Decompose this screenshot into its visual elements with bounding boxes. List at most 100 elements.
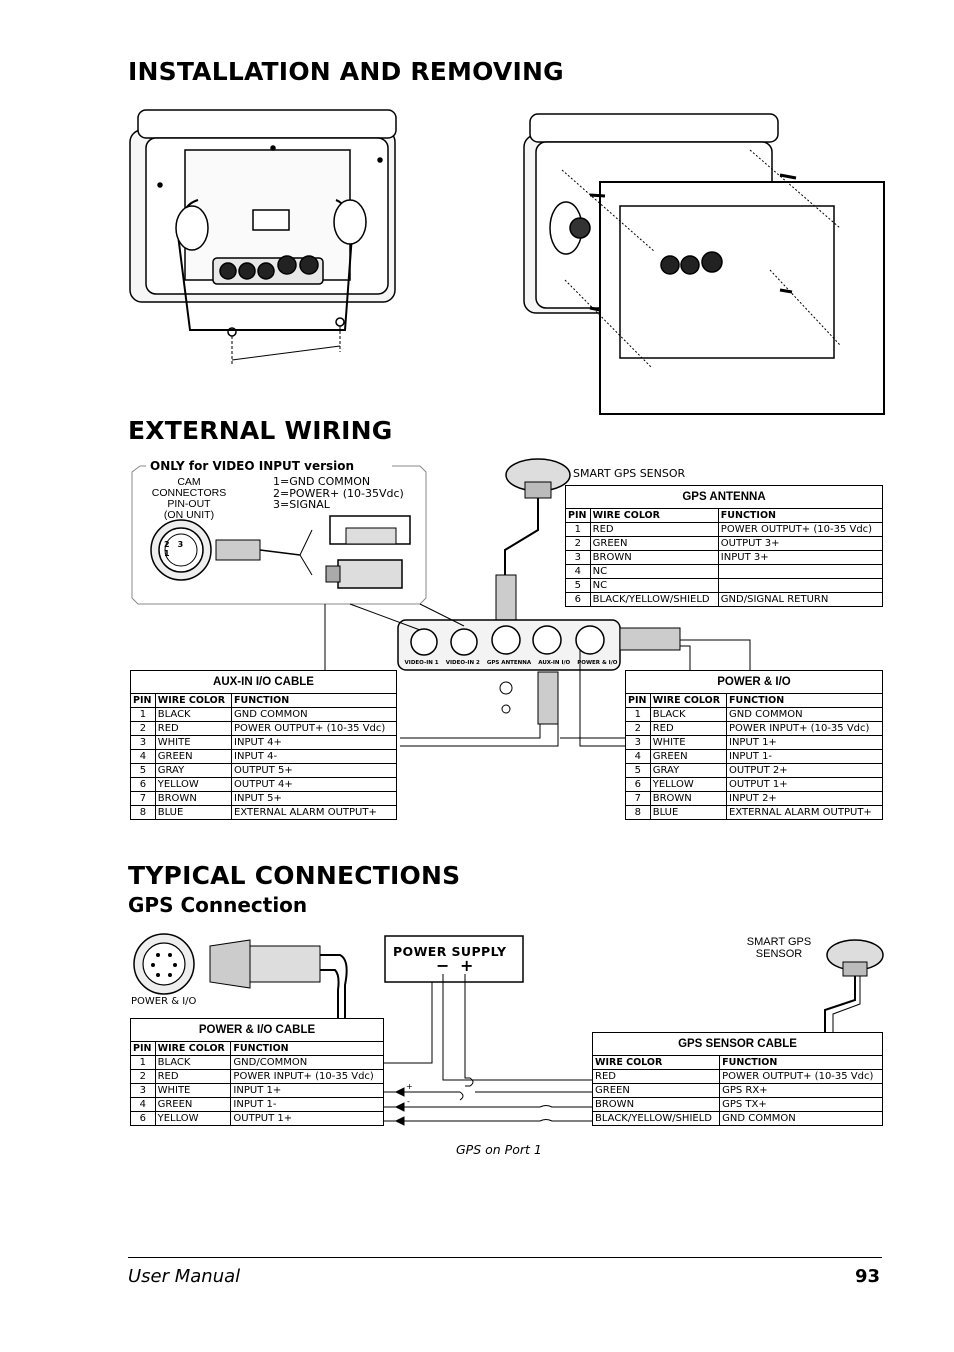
footer-title: User Manual <box>128 1266 241 1287</box>
table-cell: 8 <box>625 805 651 820</box>
table-cell: 2 <box>565 536 591 551</box>
column-header: PIN <box>625 693 651 708</box>
table-cell: GRAY <box>154 763 233 778</box>
table-cell: GREEN <box>589 536 719 551</box>
table-cell: GREEN <box>154 1097 232 1112</box>
power-supply-box <box>384 935 524 983</box>
unit-flush-mount-frame-illustration <box>523 113 885 415</box>
heading-typical-connections: TYPICAL CONNECTIONS <box>128 861 461 890</box>
table-cell: YELLOW <box>154 777 233 792</box>
table-cell: EXTERNAL ALARM OUTPUT+ <box>726 805 883 820</box>
table-cell: BLACK/YELLOW/SHIELD <box>591 1111 721 1126</box>
cam-connectors-label: CAM CONNECTORS PIN-OUT (ON UNIT) <box>146 477 232 521</box>
table-cell: OUTPUT 1+ <box>230 1111 384 1126</box>
table-title: POWER & I/O <box>625 670 883 693</box>
connector-label-power-io: POWER & I/O <box>577 660 618 666</box>
table-cell: GPS RX+ <box>719 1083 883 1098</box>
smart-gps-sensor-illustration <box>495 458 571 621</box>
power-io-connector-label: POWER & I/O <box>131 996 197 1007</box>
table-cell: GREEN <box>649 749 728 764</box>
table-cell: GND COMMON <box>726 707 883 722</box>
connector-label-aux-in: AUX-IN I/O <box>538 660 571 666</box>
footer-rule <box>128 1257 882 1258</box>
table-cell: GND COMMON <box>719 1111 883 1126</box>
table-cell: 4 <box>130 749 156 764</box>
table-cell: 3 <box>625 735 651 750</box>
heading-gps-connection: GPS Connection <box>128 893 308 917</box>
table-cell: 3 <box>565 550 591 565</box>
table-cell: GPS TX+ <box>719 1097 883 1112</box>
power-io-plug-illustration <box>133 933 348 1018</box>
table-cell: INPUT 4- <box>231 749 397 764</box>
table-cell: GREEN <box>591 1083 721 1098</box>
table-cell: EXTERNAL ALARM OUTPUT+ <box>231 805 397 820</box>
column-header: FUNCTION <box>230 1041 384 1056</box>
table-cell: 6 <box>130 1111 156 1126</box>
smart-gps-label-line: SMART GPS <box>746 936 812 948</box>
connector-label-gps-antenna: GPS ANTENNA <box>486 660 532 666</box>
table-cell: 1 <box>625 707 651 722</box>
table-cell: BLUE <box>154 805 233 820</box>
column-header: PIN <box>130 693 156 708</box>
table-cell: OUTPUT 1+ <box>726 777 883 792</box>
table-cell: BLACK <box>649 707 728 722</box>
table-cell: BROWN <box>649 791 728 806</box>
power-supply-plus: + <box>460 956 474 975</box>
rear-connector-panel <box>397 619 681 725</box>
table-cell: YELLOW <box>649 777 728 792</box>
table-cell: BLACK <box>154 707 233 722</box>
table-cell: 2 <box>130 1069 156 1084</box>
column-header: WIRE COLOR <box>589 508 719 523</box>
unit-rear-with-bracket-illustration <box>129 109 397 365</box>
table-cell: BLACK/YELLOW/SHIELD <box>589 592 719 607</box>
table-cell: RED <box>154 1069 232 1084</box>
column-header: PIN <box>565 508 591 523</box>
table-cell: INPUT 1+ <box>726 735 883 750</box>
table-cell: GRAY <box>649 763 728 778</box>
video-input-box <box>131 465 427 605</box>
cam-label-line: (ON UNIT) <box>163 509 215 521</box>
table-cell: INPUT 3+ <box>717 550 884 565</box>
table-cell: OUTPUT 4+ <box>231 777 397 792</box>
table-cell: GREEN <box>154 749 233 764</box>
table-title: POWER & I/O CABLE <box>130 1018 384 1041</box>
wire-plus-mark: + <box>406 1082 413 1091</box>
column-header: WIRE COLOR <box>591 1055 721 1070</box>
table-cell: RED <box>591 1069 721 1084</box>
table-cell: BROWN <box>591 1097 721 1112</box>
cam-pin: 1=GND COMMON <box>273 475 371 488</box>
table-cell <box>717 578 884 593</box>
table-cell: INPUT 1- <box>726 749 883 764</box>
connector-label-video-in-2: VIDEO-IN 2 <box>445 660 480 666</box>
table-cell: RED <box>589 522 719 537</box>
table-cell: INPUT 1- <box>230 1097 384 1112</box>
table-cell: BLACK <box>154 1055 232 1070</box>
table-cell: 3 <box>130 735 156 750</box>
table-title: AUX-IN I/O CABLE <box>130 670 397 693</box>
